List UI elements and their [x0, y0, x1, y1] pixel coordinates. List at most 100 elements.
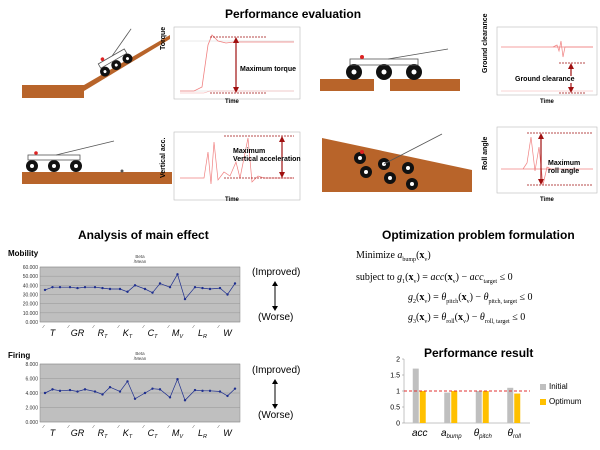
data-point [58, 285, 62, 289]
torque-x-label: Time [225, 99, 239, 105]
y-tick-label: 30.000 [23, 293, 39, 299]
factor-tick [217, 424, 220, 429]
y-tick-label: 10.000 [23, 311, 39, 317]
factor-tick [42, 324, 45, 329]
vertical-annotation-line1: Maximum [233, 148, 266, 155]
factor-tick [192, 324, 195, 329]
data-point [143, 287, 147, 291]
constraint-3-var-sub: v [424, 319, 428, 325]
category-label: θpitch [474, 428, 493, 440]
data-point [126, 380, 129, 383]
factor-label: T [50, 428, 57, 438]
legend-optimum: Optimum [540, 397, 581, 406]
y-tick-label: 8.000 [25, 362, 38, 368]
data-point [83, 388, 87, 391]
y-tick-label: 40.000 [23, 283, 39, 289]
vehicle-icon [354, 133, 443, 190]
data-point [133, 397, 137, 400]
minimize-line: Minimize abump(xv) [356, 250, 431, 263]
roll-angle-graph [496, 126, 598, 194]
data-point [118, 287, 122, 291]
factor-label: KT [123, 428, 133, 440]
data-point [108, 287, 112, 291]
vehicle-icon [26, 140, 115, 172]
roll-annotation: Maximum roll angle [548, 160, 580, 176]
roll-y-label: Roll angle [482, 136, 489, 170]
constraint-1-var-sub: v [413, 279, 417, 285]
factor-tick [167, 324, 170, 329]
data-point [218, 286, 222, 290]
performance-evaluation-title: Performance evaluation [225, 7, 362, 21]
factor-tick [167, 424, 170, 429]
y-tick-label: 4.000 [25, 391, 38, 397]
data-point [233, 282, 237, 285]
mobility-improved-label: (Improved) [252, 267, 301, 278]
ground-y-label: Ground clearance [482, 13, 489, 73]
performance-result-title: Performance result [424, 346, 534, 360]
y-tick-label: 60.000 [23, 265, 39, 271]
factor-label: GR [71, 428, 85, 438]
data-point [93, 390, 97, 393]
factor-label: MV [172, 428, 185, 440]
factor-label: LR [198, 428, 207, 440]
constraint-3-line: g3(xv) = θroll(xv) − θroll, target ≤ 0 [408, 312, 526, 325]
data-point [51, 388, 54, 391]
data-point [158, 282, 162, 285]
category-label: abump [441, 428, 462, 440]
chart-title-line: /Mean [134, 356, 147, 361]
factor-label: LR [198, 328, 207, 340]
legend-initial-swatch [540, 383, 546, 390]
analysis-title: Analysis of main effect [78, 228, 209, 242]
constraint-3-leq: ≤ 0 [512, 312, 526, 323]
data-point [83, 285, 87, 289]
data-point [43, 391, 47, 395]
constraint-2-target-sub: pitch, target [488, 299, 518, 305]
factor-label: KT [123, 328, 133, 340]
constraint-2-fn-var-sub: v [466, 299, 470, 305]
data-point [101, 393, 104, 396]
data-point [76, 286, 79, 290]
y-tick-label: 2.000 [25, 406, 38, 412]
roll-x-label: Time [540, 197, 554, 203]
data-point [233, 387, 237, 390]
data-point [208, 389, 212, 393]
y-tick-label: 6.000 [25, 377, 38, 383]
objective-var: x [419, 250, 425, 261]
data-point [183, 297, 187, 301]
data-point [76, 390, 79, 393]
constraint-3-fn-sub: roll [446, 319, 455, 325]
ground-annotation: Ground clearance [515, 76, 575, 83]
constraint-3-fn-var: x [457, 312, 463, 323]
data-point [168, 396, 172, 399]
factor-tick [142, 324, 145, 329]
vertical-acc-graph [173, 131, 301, 201]
data-point [176, 273, 179, 276]
y-tick-label: 0.000 [25, 420, 38, 426]
constraint-1-target-sub: target [483, 279, 498, 285]
data-point [108, 386, 112, 389]
constraint-1-line: subject to g1(xv) = acc(xv) − acctarget … [356, 272, 513, 285]
data-point [168, 285, 172, 289]
legend-initial: Initial [540, 382, 568, 391]
data-point [193, 388, 197, 392]
data-point [68, 285, 72, 289]
data-point [183, 399, 187, 402]
constraint-2-leq: ≤ 0 [519, 292, 533, 303]
factor-tick [117, 424, 120, 429]
data-point [58, 389, 62, 393]
constraint-3-fn: θ [441, 312, 447, 323]
scene-side-slope [322, 133, 472, 192]
mobility-label: Mobility [8, 249, 39, 258]
mobility-arrow-icon [272, 281, 278, 311]
firing-worse-label: (Worse) [258, 410, 294, 421]
constraint-3-lhs: g [408, 312, 413, 323]
factor-label: MV [172, 328, 185, 340]
roll-annotation-line2: roll angle [548, 168, 580, 175]
bar-optimum [514, 393, 521, 423]
torque-graph [173, 26, 301, 100]
torque-y-label: Torque [160, 26, 167, 50]
legend-initial-label: Initial [549, 382, 568, 391]
firing-label: Firing [8, 351, 31, 360]
objective-subscript: bump [402, 257, 417, 263]
